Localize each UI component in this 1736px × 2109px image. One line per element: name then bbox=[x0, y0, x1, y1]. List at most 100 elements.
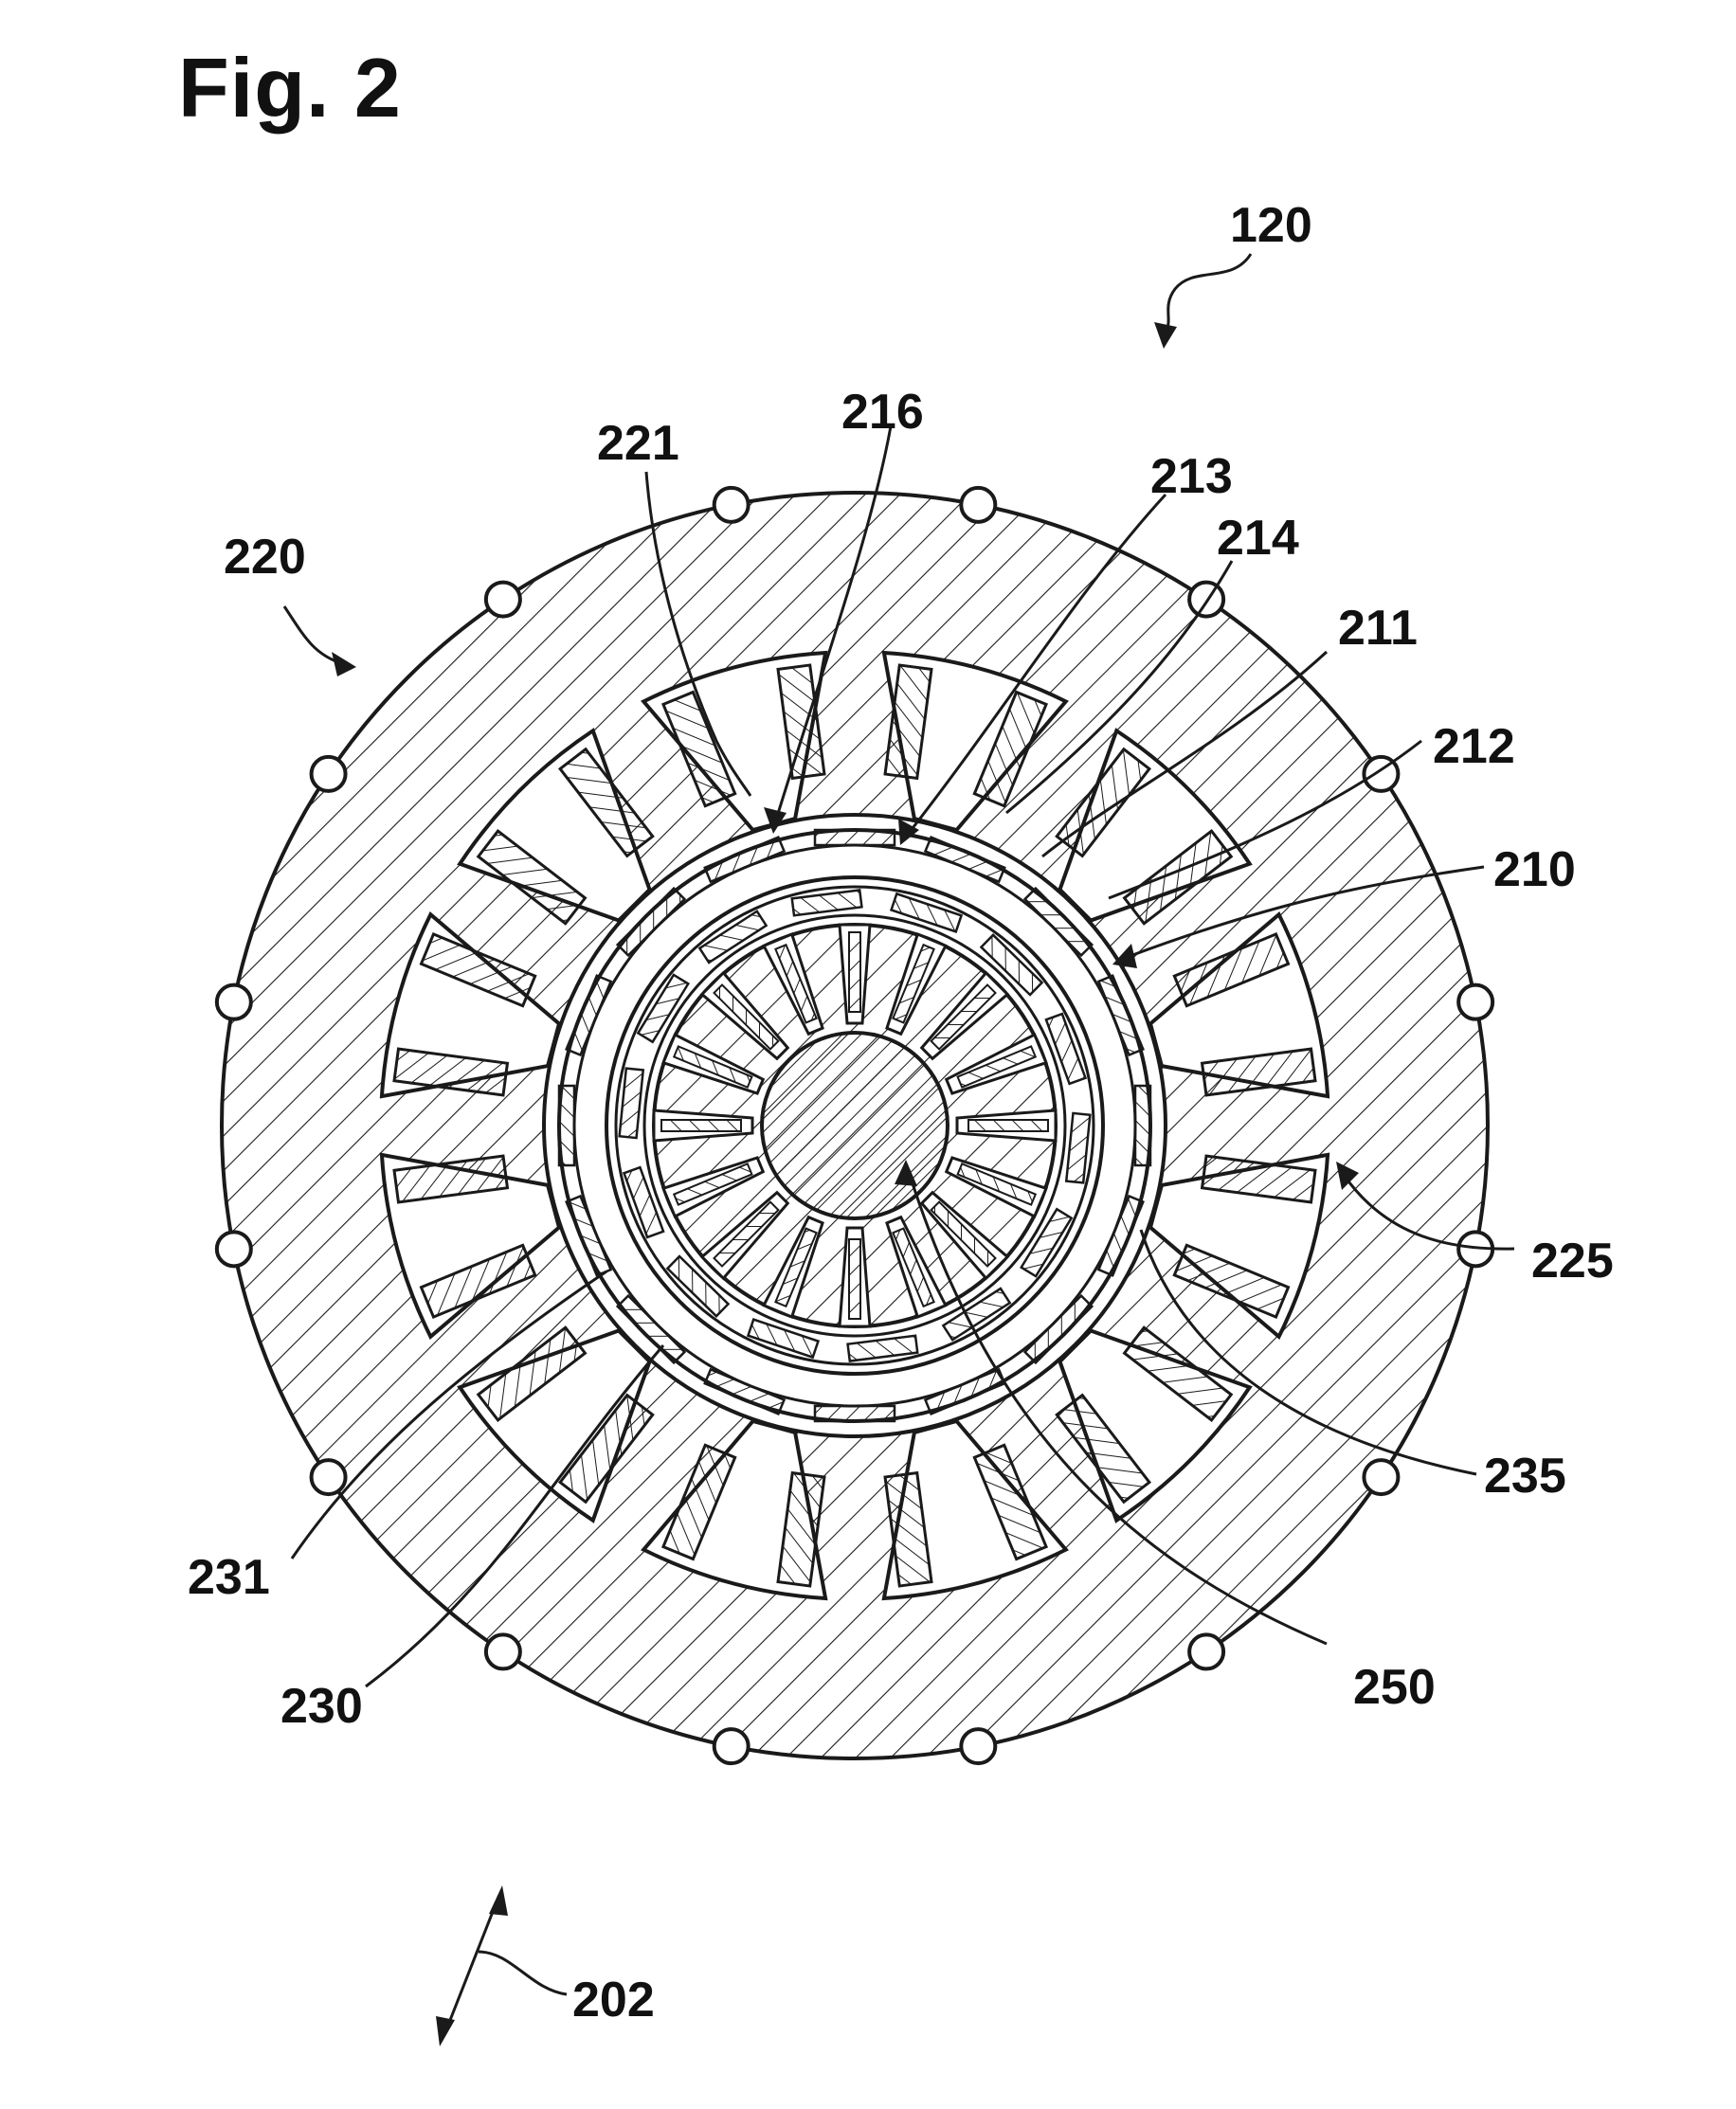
leader-lines bbox=[282, 253, 1515, 1996]
rim-notch bbox=[483, 1632, 522, 1671]
leader-213 bbox=[908, 493, 1167, 833]
coil-bar bbox=[1055, 1393, 1152, 1505]
coil-bar bbox=[1200, 1047, 1317, 1097]
rotor-bar bbox=[892, 943, 935, 1024]
rotor-magnet bbox=[1064, 1111, 1092, 1184]
label-214: 214 bbox=[1217, 511, 1299, 566]
rotor-bar bbox=[848, 931, 861, 1013]
ring-magnet bbox=[703, 1367, 787, 1415]
label-231: 231 bbox=[188, 1550, 270, 1605]
coil-bar bbox=[1122, 1325, 1234, 1423]
rim-notch bbox=[959, 485, 998, 524]
label-120: 120 bbox=[1230, 198, 1312, 253]
coil-bar bbox=[557, 747, 655, 858]
rim-notch bbox=[309, 1458, 348, 1497]
label-216: 216 bbox=[841, 385, 924, 440]
ring-magnet bbox=[1022, 1293, 1094, 1365]
arrow-220 bbox=[332, 652, 356, 676]
rim-notch bbox=[1456, 982, 1495, 1021]
rotor-bar bbox=[848, 1238, 861, 1320]
leader-210 bbox=[1127, 865, 1485, 959]
rim-notch bbox=[214, 1230, 253, 1269]
label-225: 225 bbox=[1531, 1234, 1614, 1289]
ring-magnet bbox=[1133, 1084, 1152, 1167]
rotor-magnet bbox=[941, 1287, 1012, 1342]
ring-magnet bbox=[813, 1404, 896, 1423]
rotor-bar bbox=[672, 1163, 753, 1206]
label-250: 250 bbox=[1353, 1660, 1436, 1715]
arrow-213 bbox=[898, 819, 919, 845]
ring-magnet bbox=[923, 836, 1006, 884]
rim-notch bbox=[309, 754, 348, 793]
ring-magnet bbox=[615, 886, 687, 958]
coil-bar bbox=[776, 1470, 826, 1588]
leader-212 bbox=[1108, 739, 1422, 900]
ring-magnet bbox=[1022, 886, 1094, 958]
rim-notch bbox=[1187, 1632, 1226, 1671]
ring-magnet bbox=[565, 974, 613, 1057]
rotor-magnet bbox=[697, 910, 769, 964]
label-235: 235 bbox=[1484, 1449, 1566, 1504]
direction-arrow-202 bbox=[436, 1885, 508, 2046]
ring-magnet bbox=[813, 828, 896, 847]
arrow-216 bbox=[764, 807, 787, 834]
leader-221 bbox=[644, 471, 752, 797]
figure-title: Fig. 2 bbox=[178, 41, 402, 135]
outer-magnets bbox=[557, 828, 1152, 1423]
outer-stator-slots bbox=[379, 650, 1330, 1601]
rim-notch bbox=[959, 1727, 998, 1766]
coil-bar bbox=[419, 931, 537, 1008]
rim-notch bbox=[214, 982, 253, 1021]
label-210: 210 bbox=[1493, 842, 1576, 897]
rotor-bar bbox=[892, 1227, 935, 1308]
rotor-bar bbox=[672, 1045, 753, 1089]
rotor-bar bbox=[774, 943, 818, 1024]
modulator-ring bbox=[557, 828, 1152, 1423]
rotor-bar bbox=[713, 983, 780, 1051]
arrow-210 bbox=[1112, 944, 1137, 968]
rotor-magnet bbox=[790, 889, 863, 917]
coil-bar bbox=[557, 1393, 655, 1505]
coil-bar bbox=[1200, 1154, 1317, 1204]
rotor-magnet bbox=[889, 892, 964, 933]
inner-rotor bbox=[652, 923, 1058, 1328]
leader-214 bbox=[1005, 560, 1234, 815]
ring-magnet bbox=[1096, 974, 1145, 1057]
arrow-120 bbox=[1154, 322, 1177, 349]
leader-235 bbox=[1139, 1229, 1477, 1476]
rotor-magnet bbox=[979, 933, 1044, 997]
inner-magnets bbox=[618, 889, 1092, 1362]
ring-magnet bbox=[1096, 1194, 1145, 1277]
reference-labels: 120 216 221 213 214 220 211 212 210 225 … bbox=[188, 198, 1614, 2028]
rim-notch bbox=[712, 1727, 750, 1766]
rotor-bar bbox=[956, 1045, 1038, 1089]
rim-notch bbox=[1187, 580, 1226, 619]
rotor-bar bbox=[956, 1163, 1038, 1206]
leader-216 bbox=[775, 425, 893, 818]
rotor-magnet bbox=[1044, 1012, 1088, 1086]
ring-magnet bbox=[703, 836, 787, 884]
coil-bar bbox=[660, 1443, 737, 1561]
rotor-magnet bbox=[618, 1067, 645, 1140]
coil-bar bbox=[776, 663, 826, 781]
label-202: 202 bbox=[572, 1973, 655, 2028]
label-212: 212 bbox=[1433, 719, 1515, 774]
coil-bar bbox=[972, 1443, 1049, 1561]
rim-notch bbox=[712, 485, 750, 524]
inner-rotor-slots bbox=[652, 923, 1058, 1328]
coil-bar bbox=[476, 1325, 588, 1423]
rotor-bar bbox=[660, 1119, 742, 1132]
leader-120 bbox=[1162, 253, 1253, 335]
rotor-magnet bbox=[1020, 1207, 1074, 1278]
label-211: 211 bbox=[1338, 601, 1418, 656]
coil-bar bbox=[1172, 1243, 1291, 1320]
rotor-magnet bbox=[746, 1318, 821, 1360]
coil-bar bbox=[1122, 828, 1234, 926]
rotor-bar bbox=[774, 1227, 818, 1308]
coil-bar bbox=[883, 663, 933, 781]
coil-bar bbox=[883, 1470, 933, 1588]
leader-250 bbox=[908, 1174, 1328, 1646]
label-220: 220 bbox=[224, 530, 306, 585]
leader-220 bbox=[282, 605, 342, 665]
rotor-bar bbox=[930, 983, 997, 1051]
